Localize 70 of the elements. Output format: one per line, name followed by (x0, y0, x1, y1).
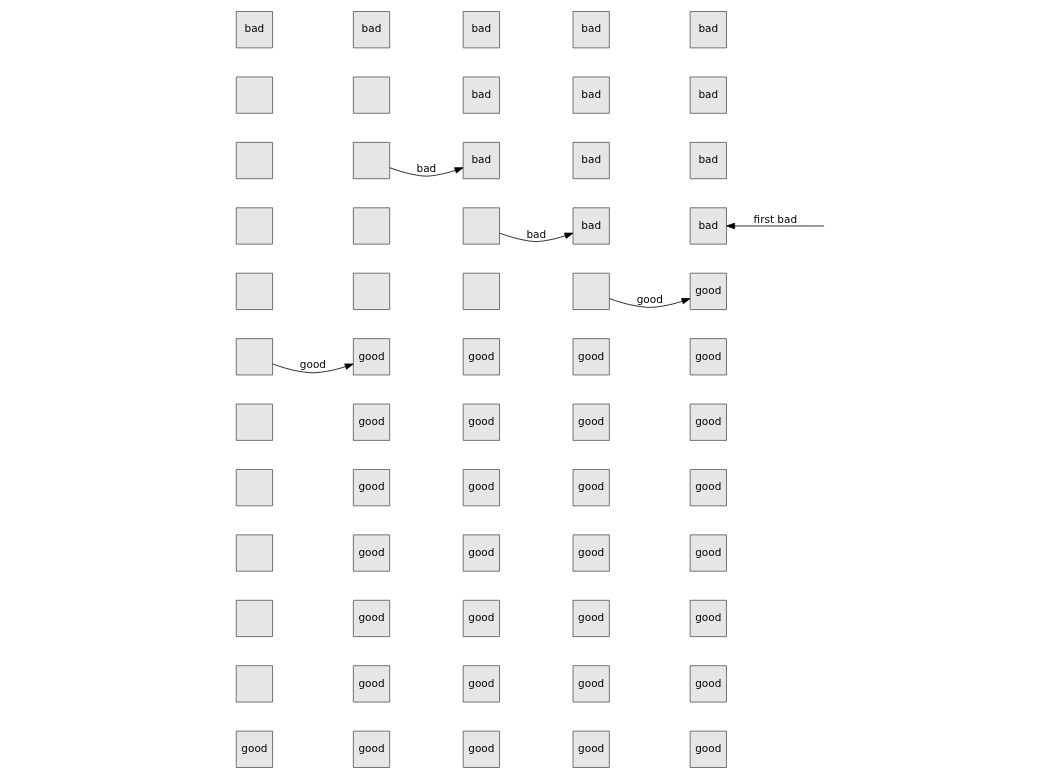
node-box: bad (462, 141, 500, 180)
node-box (352, 76, 390, 114)
node-box: bad (689, 76, 727, 114)
node-box: good (572, 403, 610, 441)
node-box: good (689, 469, 727, 507)
node-box: good (572, 338, 610, 376)
node-box (235, 403, 273, 441)
node-box: good (462, 534, 500, 572)
node-box: good (689, 338, 727, 376)
node-box (235, 338, 273, 376)
node-box (352, 272, 390, 310)
node-box (235, 141, 273, 180)
edge-label: bad (416, 162, 436, 175)
node-box (462, 207, 500, 245)
node-box: good (462, 338, 500, 376)
arrow (388, 167, 463, 177)
node-box: good (235, 730, 273, 768)
node-box: bad (572, 11, 610, 49)
node-box (235, 207, 273, 245)
node-box: good (352, 338, 390, 376)
node-box: good (689, 272, 727, 310)
node-box: good (352, 534, 390, 572)
node-box: good (352, 599, 390, 638)
node-box: bad (572, 76, 610, 114)
node-box: bad (352, 11, 390, 49)
arrow (498, 232, 573, 242)
node-box: good (689, 534, 727, 572)
node-box: good (462, 665, 500, 703)
arrow (271, 363, 354, 374)
node-box: good (572, 534, 610, 572)
node-box (352, 141, 390, 180)
node-box (235, 534, 273, 572)
arrow (608, 298, 690, 308)
node-box: good (352, 730, 390, 768)
node-box (235, 272, 273, 310)
node-box: bad (689, 11, 727, 49)
node-box: good (462, 599, 500, 638)
node-box: bad (462, 11, 500, 49)
node-box: good (352, 469, 390, 507)
node-box: good (572, 599, 610, 638)
node-box: good (462, 730, 500, 768)
edge-label: good (299, 358, 326, 371)
node-box (572, 272, 610, 310)
node-box: good (352, 403, 390, 441)
node-box: good (352, 665, 390, 703)
node-box: bad (572, 141, 610, 180)
node-box: good (572, 469, 610, 507)
node-box: good (689, 665, 727, 703)
arrow (725, 222, 825, 230)
node-box (352, 207, 390, 245)
node-box: bad (689, 141, 727, 180)
node-box: good (462, 403, 500, 441)
edge-label: first bad (753, 213, 797, 226)
node-box: good (689, 730, 727, 768)
node-box (235, 665, 273, 703)
node-box (235, 76, 273, 114)
node-box (235, 469, 273, 507)
edge-label: bad (525, 227, 546, 240)
edge-label: good (636, 293, 663, 305)
node-box: good (689, 403, 727, 441)
node-box: good (462, 469, 500, 507)
node-box: bad (572, 207, 610, 245)
node-box: good (572, 730, 610, 768)
node-box (235, 599, 273, 638)
node-box: good (572, 665, 610, 703)
node-box: good (689, 599, 727, 638)
node-box (462, 272, 500, 310)
node-box: bad (462, 76, 500, 114)
node-box: bad (235, 11, 273, 49)
node-box: bad (689, 207, 727, 245)
